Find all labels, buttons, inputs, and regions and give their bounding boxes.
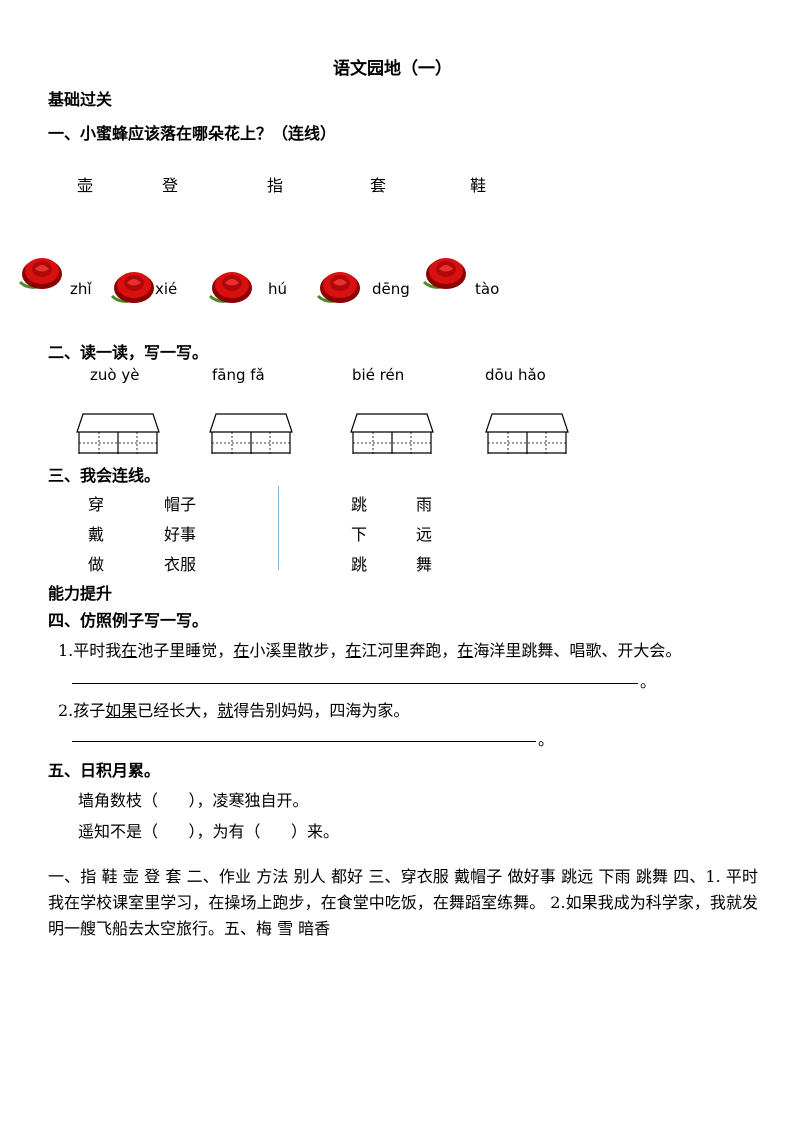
q4-text: 池子里睡觉，	[137, 641, 234, 660]
q5-heading: 五、日积月累。	[48, 761, 161, 780]
section-basic: 基础过关	[48, 90, 113, 109]
q4-sentence-2: 2.孩子如果已经长大，就得告别妈妈，四海为家。	[58, 697, 409, 721]
q1-heading: 一、小蜜蜂应该落在哪朵花上？（连线）	[48, 124, 337, 143]
rose-icon	[18, 258, 62, 289]
q1-char: 壶	[77, 176, 94, 195]
section-ability: 能力提升	[48, 584, 113, 603]
q3-word: 做	[88, 555, 105, 574]
q2-heading: 二、读一读，写一写。	[48, 343, 209, 362]
answer-line-1[interactable]	[72, 683, 638, 684]
q2-pinyin: dōu hǎo	[485, 366, 546, 384]
rose-icon	[316, 272, 360, 303]
q4-text: 海洋里跳舞、唱歌、开大会。	[473, 641, 682, 660]
rose-icon	[422, 258, 466, 289]
q3-word: 穿	[88, 495, 105, 514]
q4-key-word: 就	[217, 701, 234, 720]
q4-text: 孩子	[73, 701, 106, 720]
q4-text: 得告别妈妈，四海为家。	[233, 701, 410, 720]
q4-text: 江河里奔跑，	[361, 641, 458, 660]
q1-char: 套	[370, 176, 387, 195]
answer-line-2[interactable]	[72, 741, 536, 742]
q3-word: 帽子	[164, 495, 197, 514]
q3-word: 好事	[164, 525, 197, 544]
q4-key-word: 在	[121, 641, 138, 660]
writing-box[interactable]	[349, 412, 435, 454]
end-mark: 。	[640, 672, 657, 691]
q3-word: 跳	[351, 555, 368, 574]
flower-pinyin: tào	[475, 280, 500, 298]
q4-key-word: 在	[345, 641, 362, 660]
answer-key: 一、指 鞋 壶 登 套 二、作业 方法 别人 都好 三、穿衣服 戴帽子 做好事 …	[48, 867, 758, 938]
q3-word: 远	[416, 525, 433, 544]
q4-text: 已经长大，	[137, 701, 218, 720]
q2-pinyin: fāng fǎ	[212, 366, 265, 384]
q3-word: 衣服	[164, 555, 197, 574]
flower-pinyin: hú	[268, 280, 288, 298]
page-title: 语文园地（一）	[333, 59, 452, 79]
q3-word: 雨	[416, 495, 433, 514]
q1-char: 指	[267, 176, 284, 195]
flower-pinyin: zhǐ	[70, 280, 92, 298]
q3-word: 舞	[416, 555, 433, 574]
q4-heading: 四、仿照例子写一写。	[48, 611, 209, 630]
q4-sentence-1: 1.平时我在池子里睡觉，在小溪里散步，在江河里奔跑，在海洋里跳舞、唱歌、开大会。	[58, 637, 681, 661]
q5-line-2: 遥知不是（ ），为有（ ）来。	[78, 822, 340, 841]
q2-pinyin: bié rén	[352, 366, 405, 384]
q3-heading: 三、我会连线。	[48, 466, 161, 485]
divider-line	[278, 486, 279, 570]
q4-key-word: 如果	[105, 701, 138, 720]
q4-text: 平时我	[73, 641, 122, 660]
flower-pinyin: dēng	[372, 280, 410, 298]
q4-key-word: 在	[233, 641, 250, 660]
rose-icon	[110, 272, 154, 303]
q4-s2-num: 2.	[58, 701, 74, 720]
flower-pinyin: xié	[155, 280, 178, 298]
q1-char: 鞋	[470, 176, 487, 195]
q3-word: 下	[351, 525, 368, 544]
q4-text: 小溪里散步，	[249, 641, 346, 660]
rose-icon	[208, 272, 252, 303]
writing-box[interactable]	[484, 412, 570, 454]
q5-line-1: 墙角数枝（ ），凌寒独自开。	[78, 791, 309, 810]
q3-word: 戴	[88, 525, 105, 544]
q4-s1-num: 1.	[58, 641, 74, 660]
writing-box[interactable]	[208, 412, 294, 454]
end-mark: 。	[538, 730, 555, 749]
q3-word: 跳	[351, 495, 368, 514]
q2-pinyin: zuò yè	[90, 366, 140, 384]
writing-box[interactable]	[75, 412, 161, 454]
q1-char: 登	[162, 176, 179, 195]
q4-key-word: 在	[457, 641, 474, 660]
